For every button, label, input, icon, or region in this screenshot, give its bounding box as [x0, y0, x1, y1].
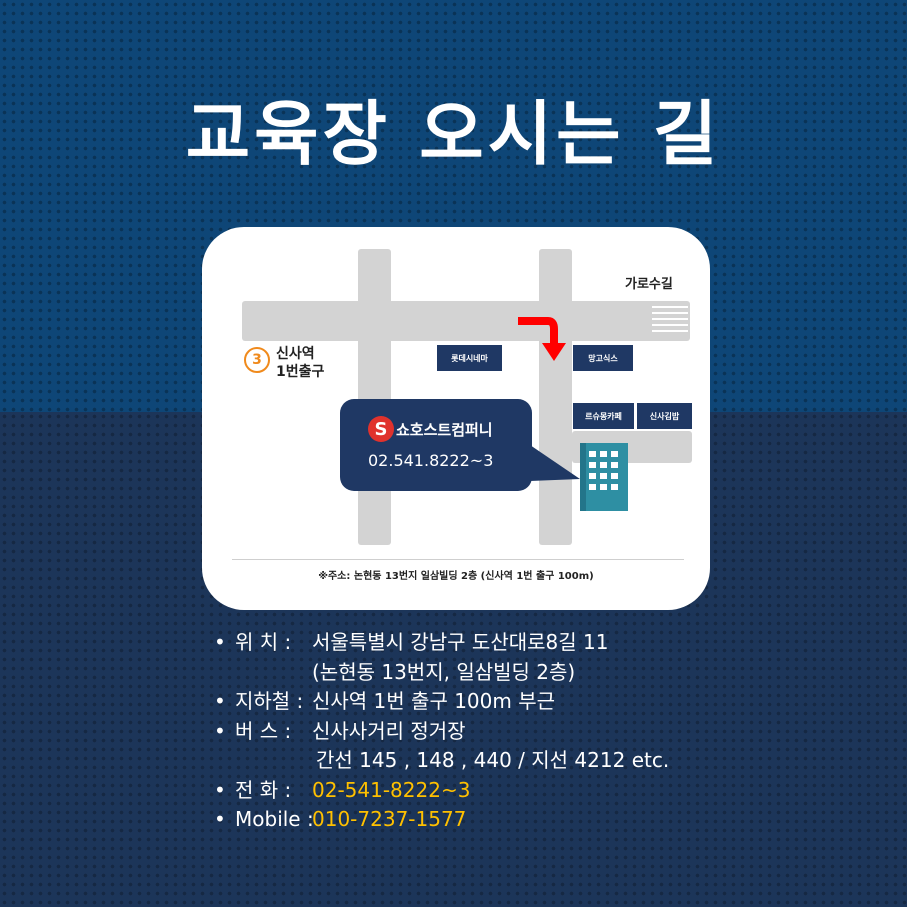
location-label: 위 치 : — [235, 630, 292, 654]
location-value-continued: (논현동 13번지, 일삼빌딩 2층) — [312, 659, 576, 684]
phone-label: 전 화 : — [235, 777, 292, 802]
bus-value: 신사사거리 정거장 — [312, 718, 466, 743]
building-icon — [580, 443, 628, 511]
bus-value-continued: 간선 145 , 148 , 440 / 지선 4212 etc. — [316, 748, 670, 772]
crosswalk-icon — [652, 306, 688, 332]
bullet: • — [214, 630, 226, 654]
subway-value: 신사역 1번 출구 100m 부근 — [312, 689, 556, 713]
bullet: • — [214, 689, 226, 713]
station-label-line2: 1번출구 — [276, 364, 325, 380]
road-vertical-left — [358, 249, 391, 545]
station-number-badge: 3 — [244, 347, 270, 373]
place-mango-six: 망고식스 — [573, 345, 633, 371]
turn-arrow-icon — [518, 317, 566, 361]
subway-label: 지하철 : — [235, 689, 304, 713]
location-map: 가로수길 3 신사역 1번출구 롯데시네마 망고식스 르슈몽카페 신사김밥 S … — [202, 227, 710, 610]
station-label-line1: 신사역 — [276, 346, 315, 362]
bus-label: 버 스 : — [235, 718, 292, 743]
road-vertical-right — [539, 249, 572, 545]
company-callout: S 쇼호스트컴퍼니 02.541.8222~3 — [340, 399, 532, 491]
place-cafe: 르슈몽카페 — [573, 403, 634, 429]
company-phone: 02.541.8222~3 — [368, 451, 494, 470]
station-number: 3 — [252, 352, 262, 368]
address-divider — [232, 559, 684, 560]
mobile-value[interactable]: 010-7237-1577 — [312, 807, 467, 831]
phone-value[interactable]: 02-541-8222~3 — [312, 777, 471, 802]
location-value: 서울특별시 강남구 도산대로8길 11 — [312, 630, 609, 654]
place-gimbap: 신사김밥 — [637, 403, 692, 429]
background-top — [0, 0, 907, 412]
bullet: • — [214, 718, 226, 743]
mobile-label: Mobile : — [235, 807, 314, 831]
bullet: • — [214, 777, 226, 802]
company-logo-letter: S — [374, 418, 388, 440]
company-name: 쇼호스트컴퍼니 — [396, 421, 493, 439]
company-logo-icon: S — [368, 416, 394, 442]
street-label-garosugil: 가로수길 — [625, 277, 673, 292]
address-note: ※주소: 논현동 13번지 일삼빌딩 2층 (신사역 1번 출구 100m) — [318, 571, 594, 582]
place-lotte-cinema: 롯데시네마 — [437, 345, 502, 371]
page-title: 교육장 오시는 길 — [185, 93, 722, 175]
callout-pointer — [530, 445, 580, 481]
road-horizontal-main — [242, 301, 690, 341]
bullet: • — [214, 807, 226, 831]
